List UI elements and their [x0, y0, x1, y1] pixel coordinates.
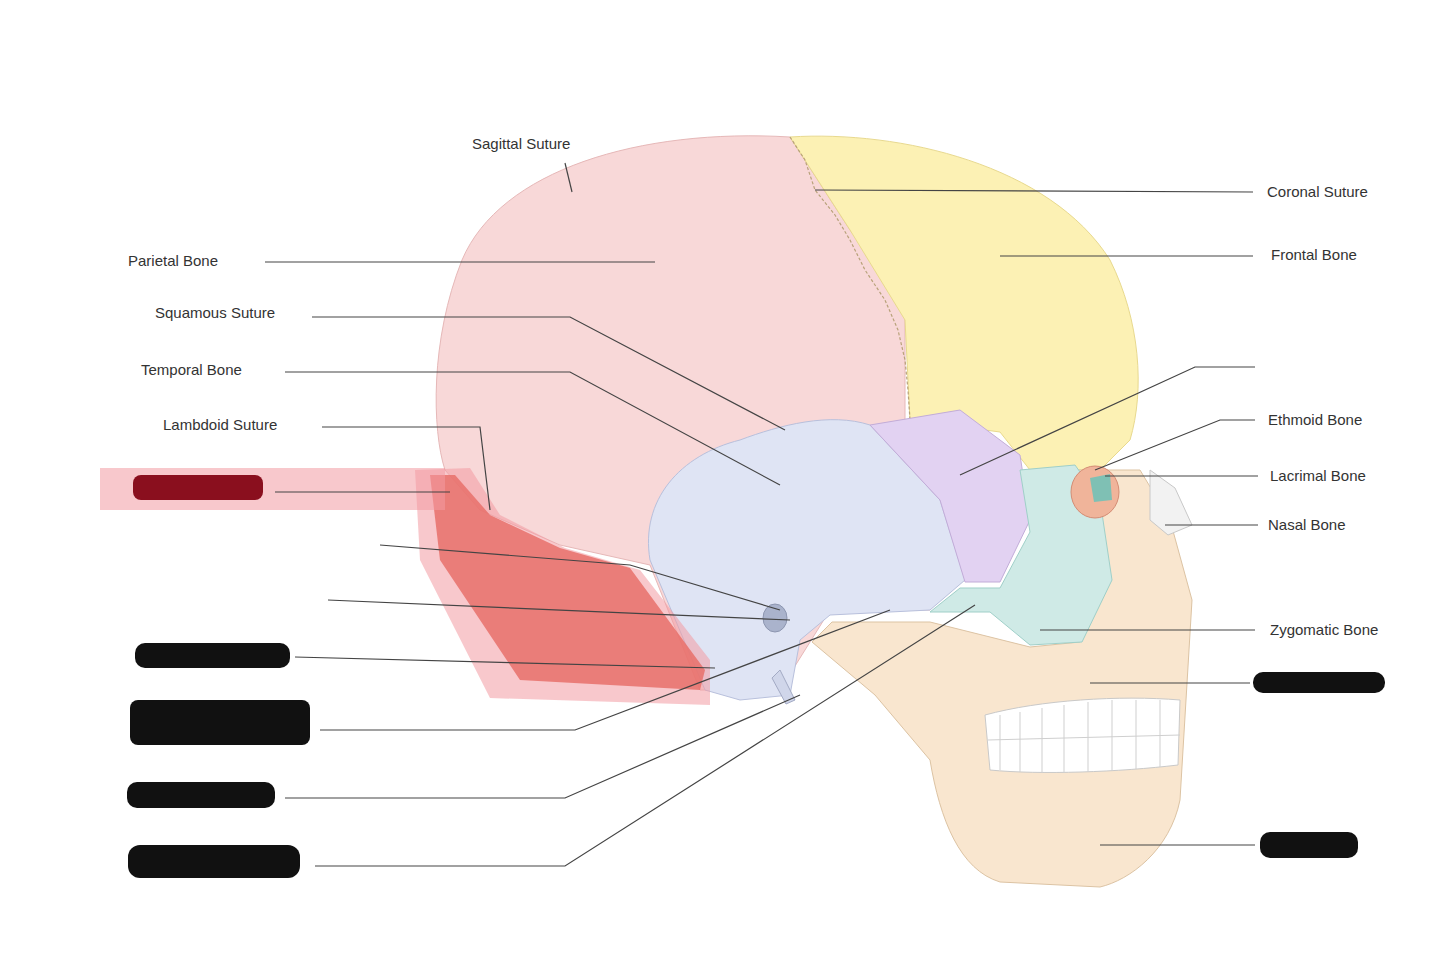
teeth: [985, 698, 1180, 772]
part-label: Frontal Bone: [1271, 246, 1357, 264]
leader-lines: [265, 163, 1258, 866]
orbit: [1071, 466, 1119, 518]
part-label: Nasal Bone: [1268, 516, 1346, 534]
part-label: Zygomatic Bone: [1270, 621, 1378, 639]
part-label: Temporal Bone: [141, 361, 242, 379]
part-label: Lambdoid Suture: [163, 416, 277, 434]
part-label: Coronal Suture: [1267, 183, 1368, 201]
lacrimal-bone: [1090, 474, 1112, 502]
highlight-region: [415, 468, 710, 705]
redaction-bars: [127, 643, 1385, 878]
teeth-lines: [988, 700, 1180, 773]
sphenoid-bone: [870, 410, 1030, 582]
suture-line: [790, 137, 910, 420]
mandible-maxilla: [812, 470, 1192, 887]
occipital-bone: [430, 475, 705, 690]
part-label: Parietal Bone: [128, 252, 218, 270]
redaction-bar: [133, 475, 263, 500]
part-label: Lacrimal Bone: [1270, 467, 1366, 485]
highlight-band: [100, 468, 445, 510]
part-label: Sagittal Suture: [472, 135, 570, 153]
part-label: Ethmoid Bone: [1268, 411, 1362, 429]
part-label: Squamous Suture: [155, 304, 275, 322]
